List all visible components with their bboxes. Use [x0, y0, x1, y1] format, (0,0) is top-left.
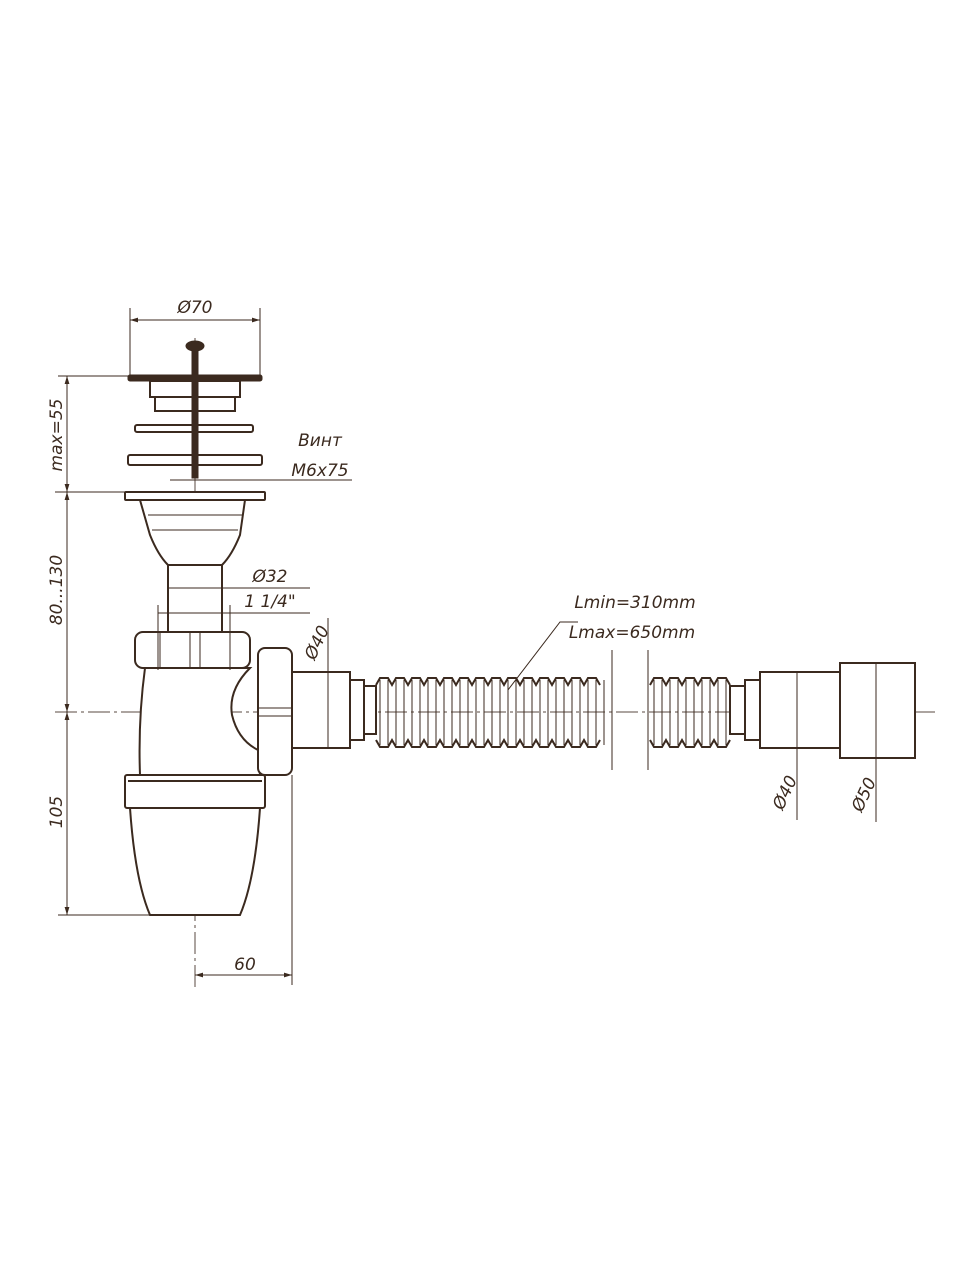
label-hose-min-length: Lmin=310mm — [574, 593, 695, 613]
label-strainer-diameter: Ø70 — [176, 298, 212, 318]
hose-end-fitting — [729, 662, 916, 759]
label-inlet-diameter: Ø32 — [251, 567, 287, 587]
label-screw-size: M6x75 — [291, 461, 348, 481]
label-inlet-thread: 1 1/4" — [244, 592, 295, 612]
label-trap-height: 105 — [47, 796, 67, 828]
label-outlet-offset: 60 — [234, 955, 256, 975]
label-strainer-height: max=55 — [47, 399, 67, 472]
label-outlet-diameter: Ø40 — [301, 623, 334, 664]
hose-outline — [375, 677, 601, 688]
corrugated-hose — [375, 677, 731, 748]
dimension-lines — [55, 375, 877, 985]
screw-icon — [191, 345, 199, 479]
label-inlet-height: 80...130 — [47, 555, 67, 625]
hose-outline — [375, 737, 601, 748]
strainer — [127, 308, 263, 479]
label-hose-max-length: Lmax=650mm — [569, 623, 695, 643]
trap-body — [124, 491, 377, 916]
label-screw: Винт — [298, 431, 343, 451]
